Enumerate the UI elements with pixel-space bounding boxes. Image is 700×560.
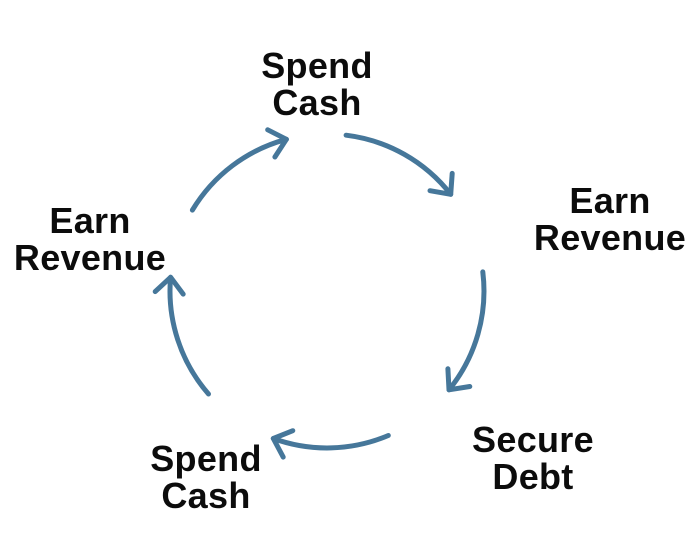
node-label-line: Cash [161, 475, 251, 516]
arrow-arc [446, 269, 487, 393]
node-label-earn-revenue-right: Earn Revenue [534, 182, 686, 256]
node-label-earn-revenue-left: Earn Revenue [14, 202, 166, 276]
node-label-line: Earn [569, 180, 651, 221]
node-label-line: Debt [492, 456, 574, 497]
node-label-line: Earn [49, 200, 131, 241]
arrow-secure-debt-to-spend-cash [270, 428, 391, 460]
arrow-arc [189, 136, 289, 213]
arrow-arc [270, 433, 391, 451]
arrowhead [427, 170, 455, 197]
node-label-line: Cash [272, 82, 362, 123]
arrow-earn-revenue-to-secure-debt [445, 269, 487, 393]
arrow-layer [152, 127, 487, 460]
arrowhead [152, 274, 186, 297]
node-label-line: Revenue [533, 217, 687, 258]
arrow-spend-cash-to-earn-revenue-left [152, 274, 211, 397]
node-label-line: Spend [150, 438, 262, 479]
node-label-line: Revenue [13, 237, 167, 278]
arrow-arc [343, 132, 454, 197]
arrowhead [445, 366, 473, 393]
node-label-secure-debt: Secure Debt [472, 421, 594, 495]
node-label-spend-cash-bottom: Spend Cash [150, 440, 262, 514]
arrow-spend-cash-to-earn-revenue [343, 132, 455, 197]
arrow-earn-revenue-to-spend-cash-top [189, 127, 289, 213]
arrowhead [265, 127, 289, 160]
arrow-arc [167, 274, 211, 397]
node-label-line: Spend [261, 45, 373, 86]
node-label-spend-cash-top: Spend Cash [261, 47, 373, 121]
arrowhead [270, 428, 296, 460]
node-label-line: Secure [472, 419, 594, 460]
